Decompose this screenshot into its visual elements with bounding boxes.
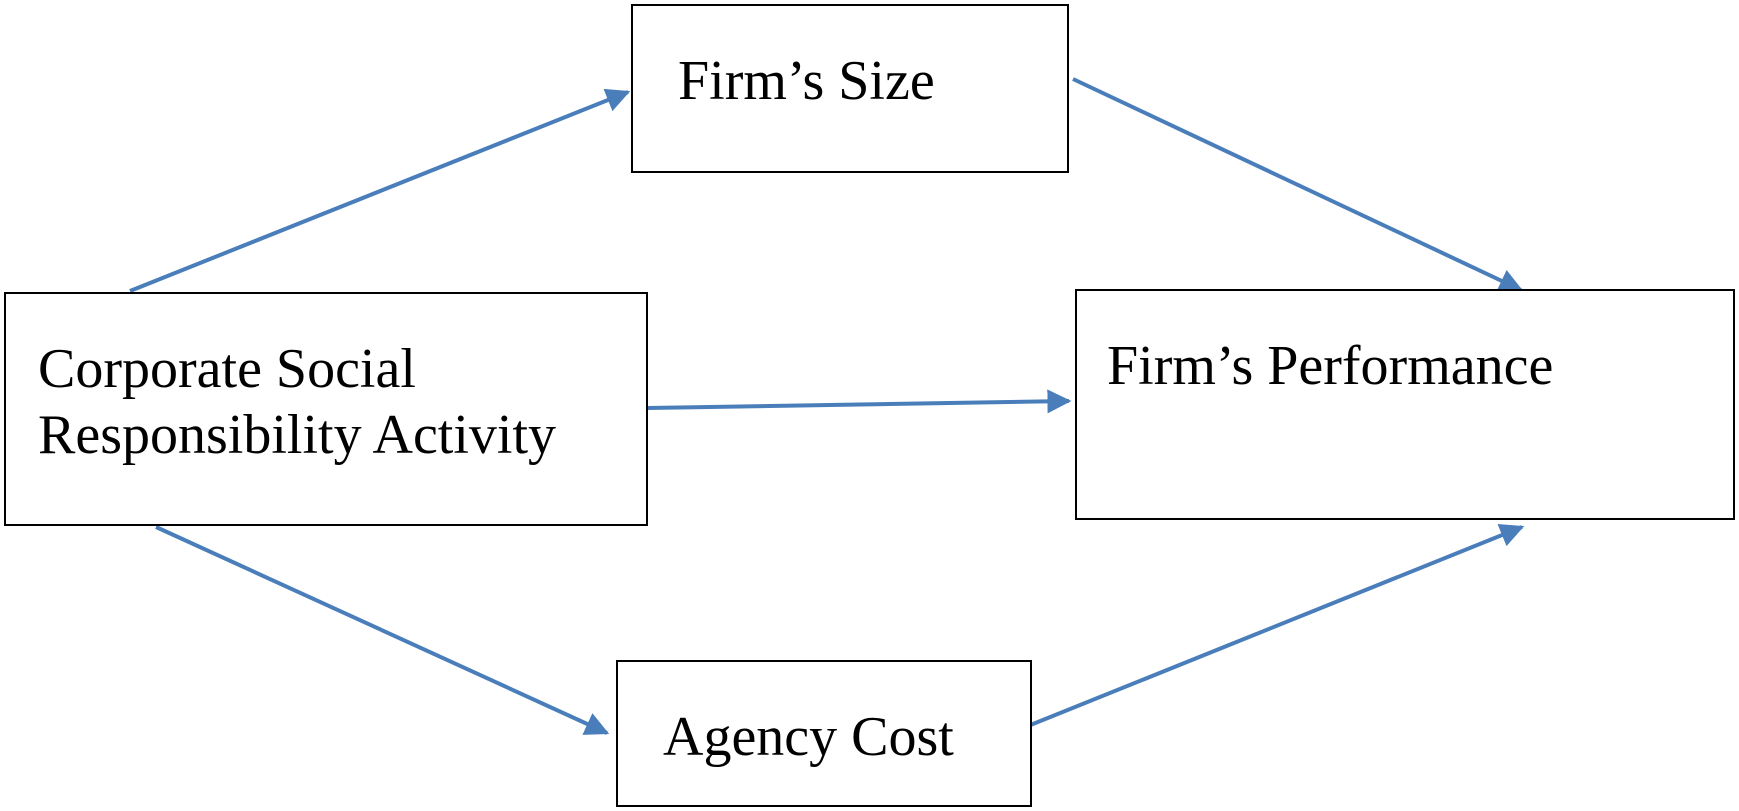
arrow-agency-to-performance (1022, 523, 1525, 730)
node-performance-label: Firm’s Performance (1107, 335, 1554, 397)
arrow-csr-to-performance (647, 389, 1072, 414)
node-agency-label: Agency Cost (663, 706, 954, 768)
node-csr-line-1: Corporate Social (38, 338, 416, 400)
node-firms-size: Firm’s Size (631, 4, 1069, 173)
node-csr-line-2: Responsibility Activity (38, 404, 557, 466)
node-agency-cost: Agency Cost (616, 660, 1032, 807)
node-size-label: Firm’s Size (678, 50, 935, 112)
arrow-csr-to-size (129, 88, 631, 293)
arrow-size-to-performance (1072, 77, 1524, 292)
node-firms-performance: Firm’s Performance (1075, 289, 1735, 520)
node-corporate-social-responsibility-activity: Corporate Social Responsibility Activity (4, 292, 648, 526)
arrow-csr-to-agency (155, 525, 610, 735)
